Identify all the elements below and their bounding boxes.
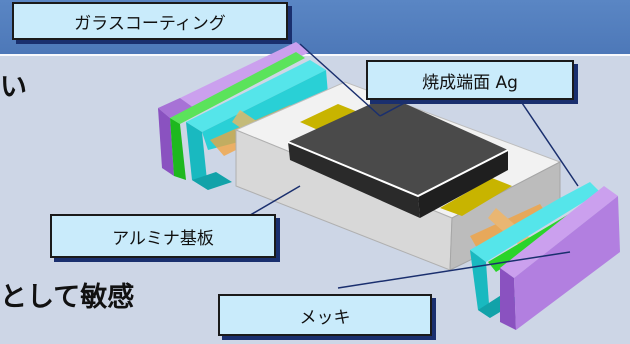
right-purple-cap (500, 186, 620, 330)
callout-alumina-substrate: アルミナ基板 (50, 214, 276, 258)
right-contact-pad (440, 178, 512, 216)
text-fragment-top: い (0, 72, 27, 103)
callout-leader-lines (227, 43, 579, 289)
left-green-layer (170, 52, 305, 180)
header-divider (0, 54, 630, 56)
callout-plating: メッキ (218, 294, 432, 336)
left-contact-pad (300, 104, 358, 130)
callout-fired-electrode: 焼成端面 Ag (366, 60, 574, 100)
left-purple-cap (158, 42, 310, 176)
glass-coating-block (287, 96, 509, 218)
callout-glass-coating: ガラスコーティング (12, 2, 288, 40)
text-fragment-bottom: として敏感 (0, 282, 135, 313)
